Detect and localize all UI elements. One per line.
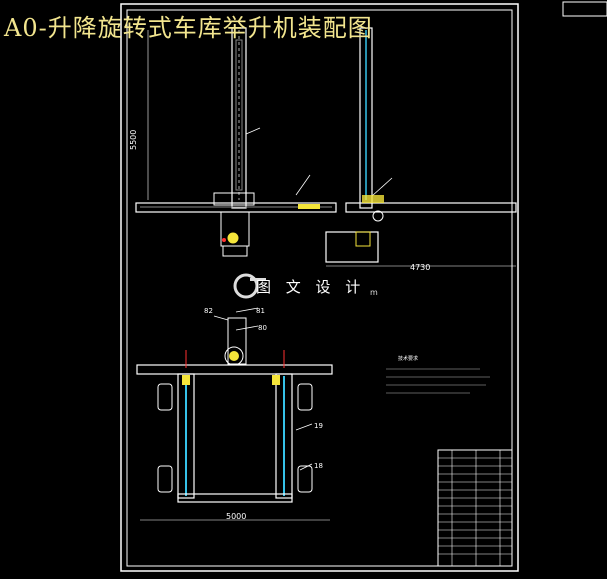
wheel-bottom-left	[157, 465, 173, 493]
drawing-title: A0-升降旋转式车库举升机装配图	[4, 14, 373, 42]
watermark: 图 文 设 计 m	[232, 268, 382, 304]
side-mast	[359, 27, 373, 209]
side-accent	[362, 195, 384, 203]
watermark-suffix: m	[370, 288, 378, 297]
leader-line	[299, 463, 313, 471]
side-platform	[345, 202, 517, 213]
side-base	[325, 231, 379, 263]
side-view	[325, 27, 517, 267]
leader-line	[295, 174, 311, 196]
balloon-81: 81	[256, 307, 265, 315]
outer-frame	[120, 3, 519, 572]
plan-hub-fill	[229, 351, 239, 361]
plan-bottom-beam	[177, 493, 293, 503]
front-mast	[231, 27, 247, 209]
front-view	[135, 27, 337, 257]
plan-top-beam	[136, 364, 333, 375]
side-hinge	[372, 210, 384, 222]
mast-inner	[235, 39, 243, 191]
balloon-18: 18	[314, 462, 323, 470]
leader-line	[235, 307, 259, 313]
wheel-bottom-right	[297, 465, 313, 493]
notes-heading: 技术要求	[398, 355, 418, 362]
leader-line	[245, 127, 261, 135]
watermark-text: 图 文 设 计	[256, 278, 366, 296]
leader-line	[213, 315, 229, 321]
corner-tag	[562, 1, 607, 17]
plan-hub	[224, 346, 244, 366]
front-accent	[298, 204, 320, 209]
technical-notes: 技术要求	[386, 355, 490, 394]
plan-left-rail	[177, 373, 195, 499]
plan-accent-left	[182, 375, 190, 385]
base-bearing	[227, 232, 239, 244]
front-foot	[222, 245, 248, 257]
wheel-top-left	[157, 383, 173, 411]
balloon-80: 80	[258, 324, 267, 332]
leader-line	[235, 325, 259, 331]
bom-table	[437, 449, 513, 567]
dim-side-width: 4730	[410, 263, 430, 272]
balloon-19: 19	[314, 422, 323, 430]
inner-frame	[126, 9, 513, 567]
dim-bottom-width: 5000	[226, 512, 246, 521]
side-base-detail	[355, 231, 371, 247]
front-base-collar	[213, 192, 255, 206]
leader-line	[295, 423, 313, 431]
title-block	[437, 449, 513, 567]
balloon-82: 82	[204, 307, 213, 315]
dim-front-height: 5500	[129, 130, 138, 150]
red-marker	[222, 238, 226, 242]
plan-right-rail	[275, 373, 293, 499]
watermark-logo	[233, 273, 266, 299]
wheel-top-right	[297, 383, 313, 411]
plan-view	[136, 307, 333, 521]
plan-accent-right	[272, 375, 280, 385]
leader-line	[371, 177, 393, 197]
